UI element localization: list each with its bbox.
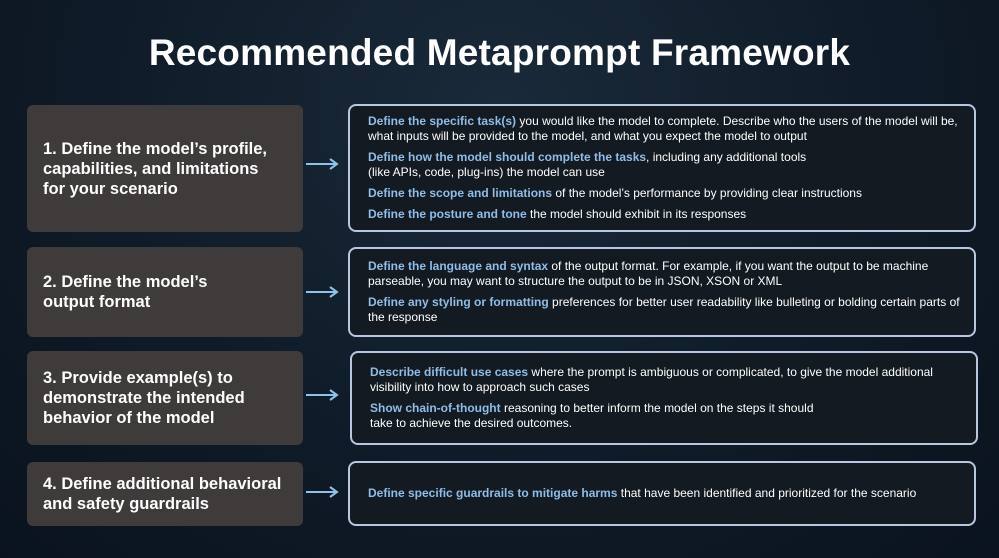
- step-4-box: 4. Define additional behavioral and safe…: [27, 462, 303, 526]
- detail-item: Define the language and syntax of the ou…: [368, 259, 929, 288]
- detail-item: Define any styling or formatting prefere…: [368, 295, 960, 324]
- step-4-details: Define specific guardrails to mitigate h…: [348, 461, 976, 526]
- arrow-right-icon: [306, 286, 339, 298]
- step-3-box: 3. Provide example(s) to demonstrate the…: [27, 351, 303, 445]
- step-2-label: 2. Define the model’s output format: [43, 273, 208, 311]
- detail-item: Define the scope and limitations of the …: [368, 186, 862, 200]
- arrow-right-icon: [306, 158, 339, 170]
- arrow-right-icon: [306, 389, 339, 401]
- slide-title: Recommended Metaprompt Framework: [148, 32, 851, 73]
- detail-item: Define how the model should complete the…: [368, 150, 807, 179]
- step-3-details: Describe difficult use cases where the p…: [350, 351, 978, 445]
- step-3-label: 3. Provide example(s) to demonstrate the…: [43, 369, 245, 427]
- step-2-box: 2. Define the model’s output format: [27, 247, 303, 337]
- step-1-details: Define the specific task(s) you would li…: [348, 104, 976, 232]
- detail-item: Define the posture and tone the model sh…: [368, 207, 747, 221]
- step-1-label: 1. Define the model’s profile, capabilit…: [43, 139, 268, 198]
- detail-item: Describe difficult use cases where the p…: [370, 365, 933, 394]
- arrow-right-icon: [306, 486, 339, 498]
- step-2-details: Define the language and syntax of the ou…: [348, 247, 976, 337]
- detail-item: Define specific guardrails to mitigate h…: [368, 486, 917, 500]
- detail-item: Define the specific task(s) you would li…: [368, 114, 958, 143]
- step-1-box: 1. Define the model’s profile, capabilit…: [27, 105, 303, 232]
- detail-item: Show chain-of-thought reasoning to bette…: [370, 401, 814, 430]
- step-4-label: 4. Define additional behavioral and safe…: [43, 475, 282, 513]
